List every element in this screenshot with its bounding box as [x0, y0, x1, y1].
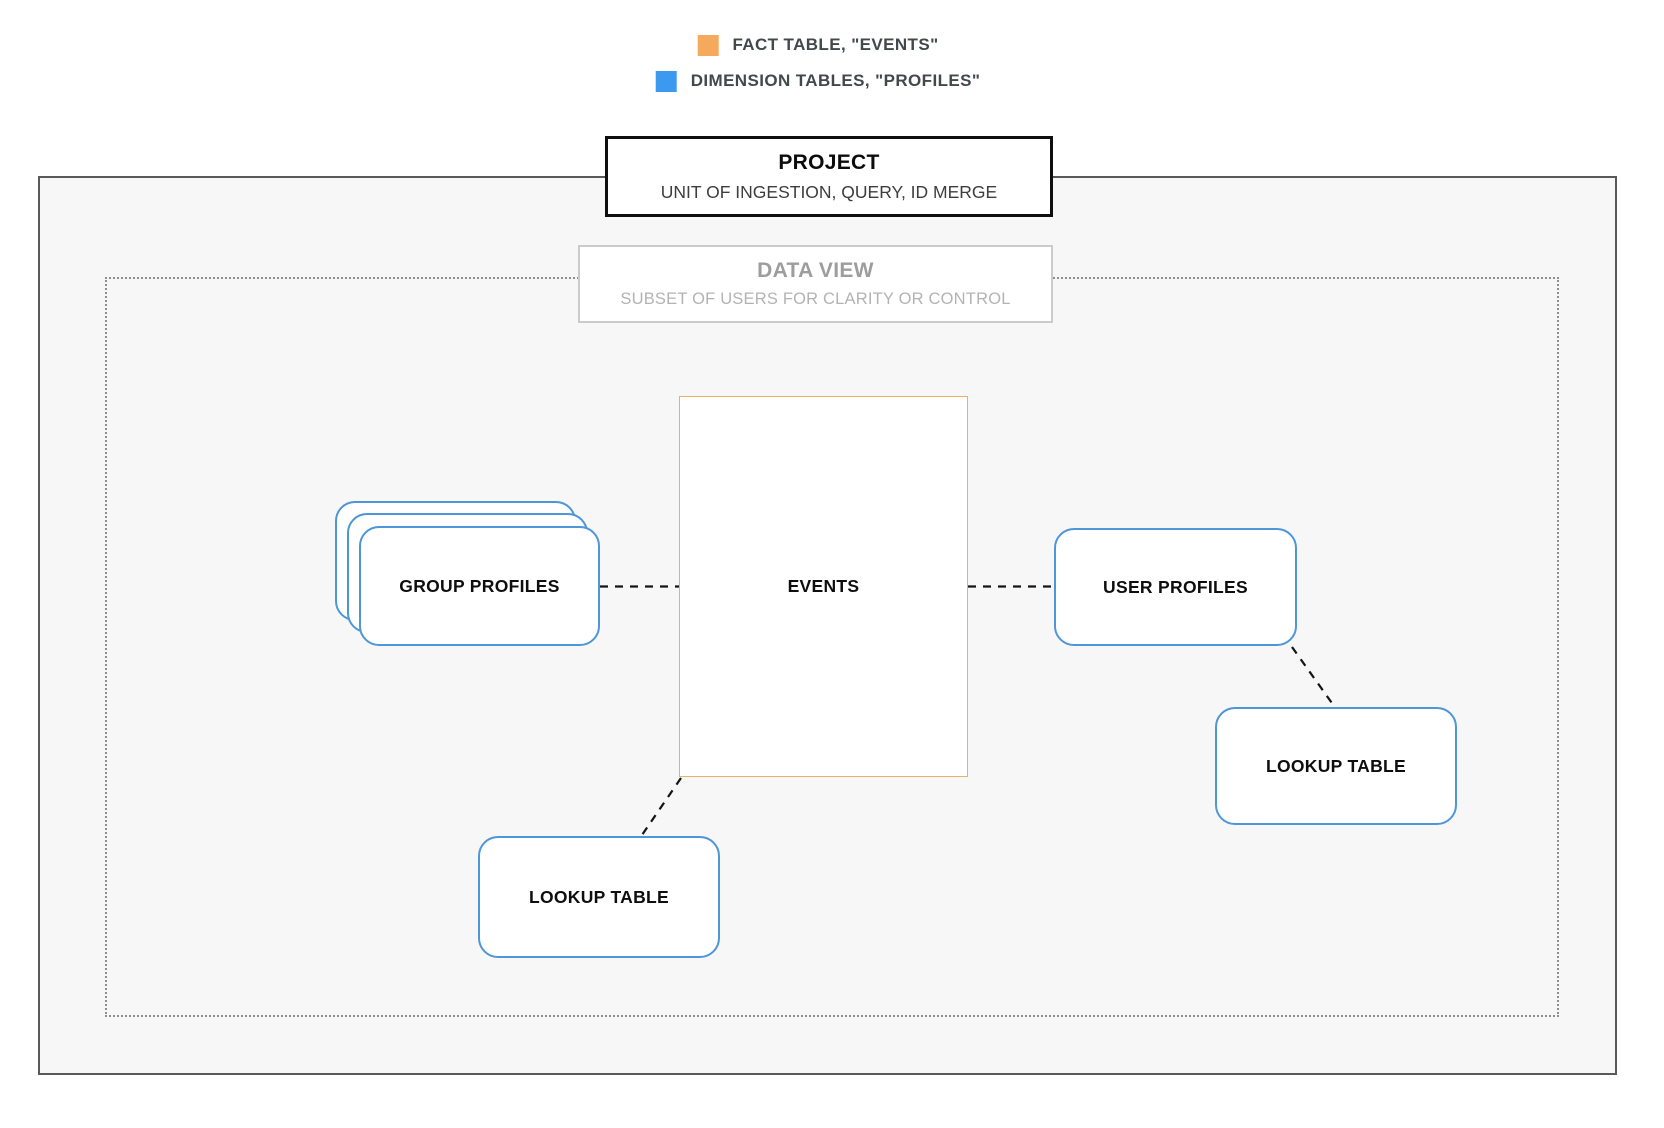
data-view-header-box: DATA VIEW SUBSET OF USERS FOR CLARITY OR…	[578, 245, 1053, 323]
project-subtitle: UNIT OF INGESTION, QUERY, ID MERGE	[660, 181, 998, 202]
data-view-title: DATA VIEW	[757, 259, 874, 282]
legend-label-fact-table: FACT TABLE, "EVENTS"	[732, 35, 939, 54]
data-view-subtitle: SUBSET OF USERS FOR CLARITY OR CONTROL	[620, 290, 1011, 308]
dimension-tables-swatch-icon	[655, 70, 677, 92]
node-events: EVENTS	[679, 396, 968, 777]
node-lookup-table-left-label: LOOKUP TABLE	[528, 886, 670, 907]
project-header-box: PROJECT UNIT OF INGESTION, QUERY, ID MER…	[605, 136, 1053, 217]
node-user-profiles: USER PROFILES	[1054, 528, 1297, 646]
node-group-profiles-label: GROUP PROFILES	[399, 575, 560, 596]
legend-item-dimension-tables: DIMENSION TABLES, "PROFILES"	[655, 70, 981, 92]
node-lookup-table-right-label: LOOKUP TABLE	[1265, 755, 1407, 776]
fact-table-swatch-icon	[697, 34, 719, 56]
legend-label-dimension-tables: DIMENSION TABLES, "PROFILES"	[690, 71, 981, 90]
node-user-profiles-label: USER PROFILES	[1103, 576, 1248, 597]
legend-item-fact-table: FACT TABLE, "EVENTS"	[697, 34, 938, 56]
legend: FACT TABLE, "EVENTS" DIMENSION TABLES, "…	[655, 34, 981, 92]
project-title: PROJECT	[778, 150, 880, 174]
node-lookup-table-left: LOOKUP TABLE	[478, 836, 720, 958]
node-lookup-table-right: LOOKUP TABLE	[1215, 707, 1457, 825]
node-group-profiles: GROUP PROFILES	[359, 526, 600, 646]
node-events-label: EVENTS	[787, 576, 860, 596]
